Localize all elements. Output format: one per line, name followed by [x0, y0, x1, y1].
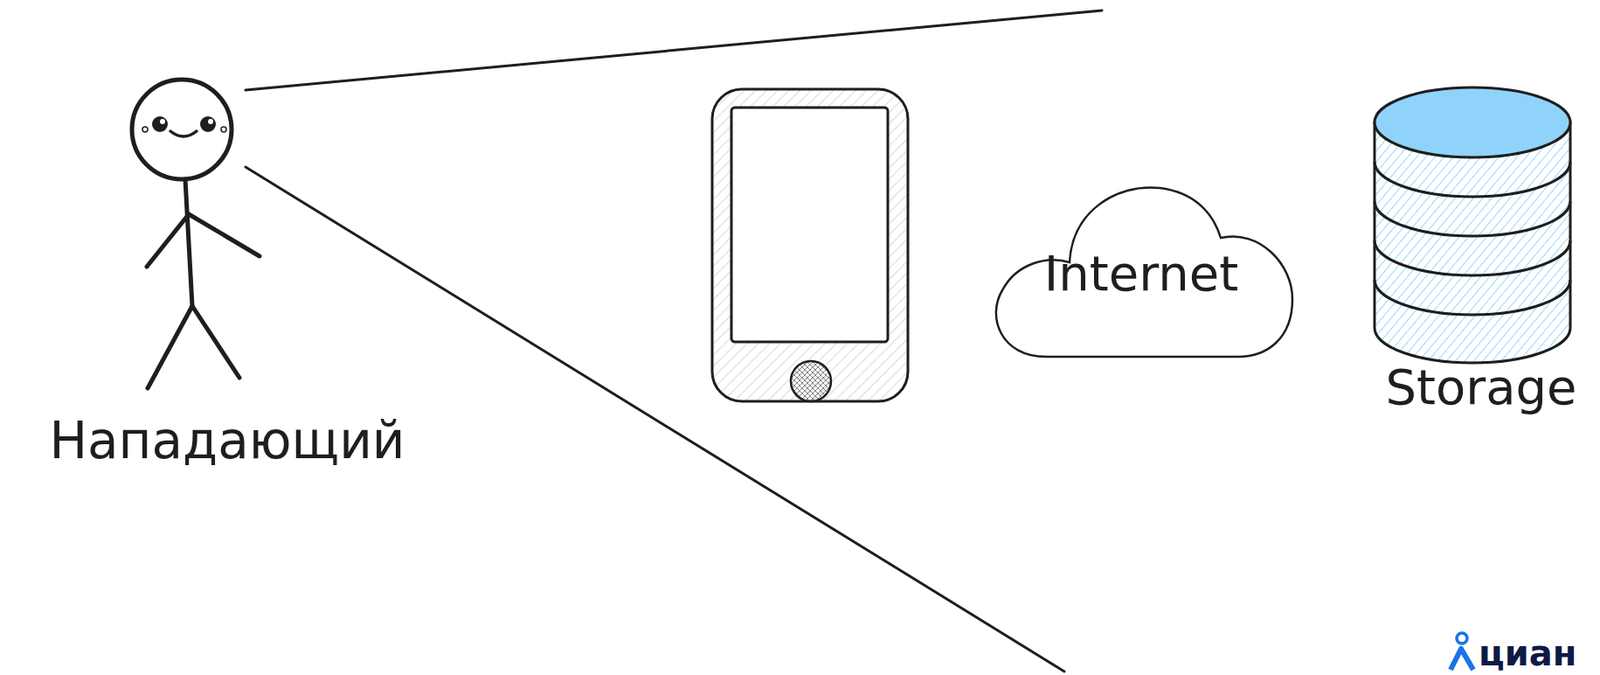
logo-watermark: циан [1478, 632, 1577, 673]
logo-pin [1450, 632, 1474, 670]
node-label: Storage [1363, 358, 1600, 416]
phone-icon [712, 89, 908, 402]
node-label: Нападающий [0, 410, 455, 471]
cloud: Internet [984, 166, 1298, 363]
attacker-figure: Нападающий [0, 69, 455, 490]
view-cone [245, 10, 1102, 672]
node-label: Internet [984, 244, 1298, 302]
storage-cylinder: Storage [1363, 78, 1600, 429]
